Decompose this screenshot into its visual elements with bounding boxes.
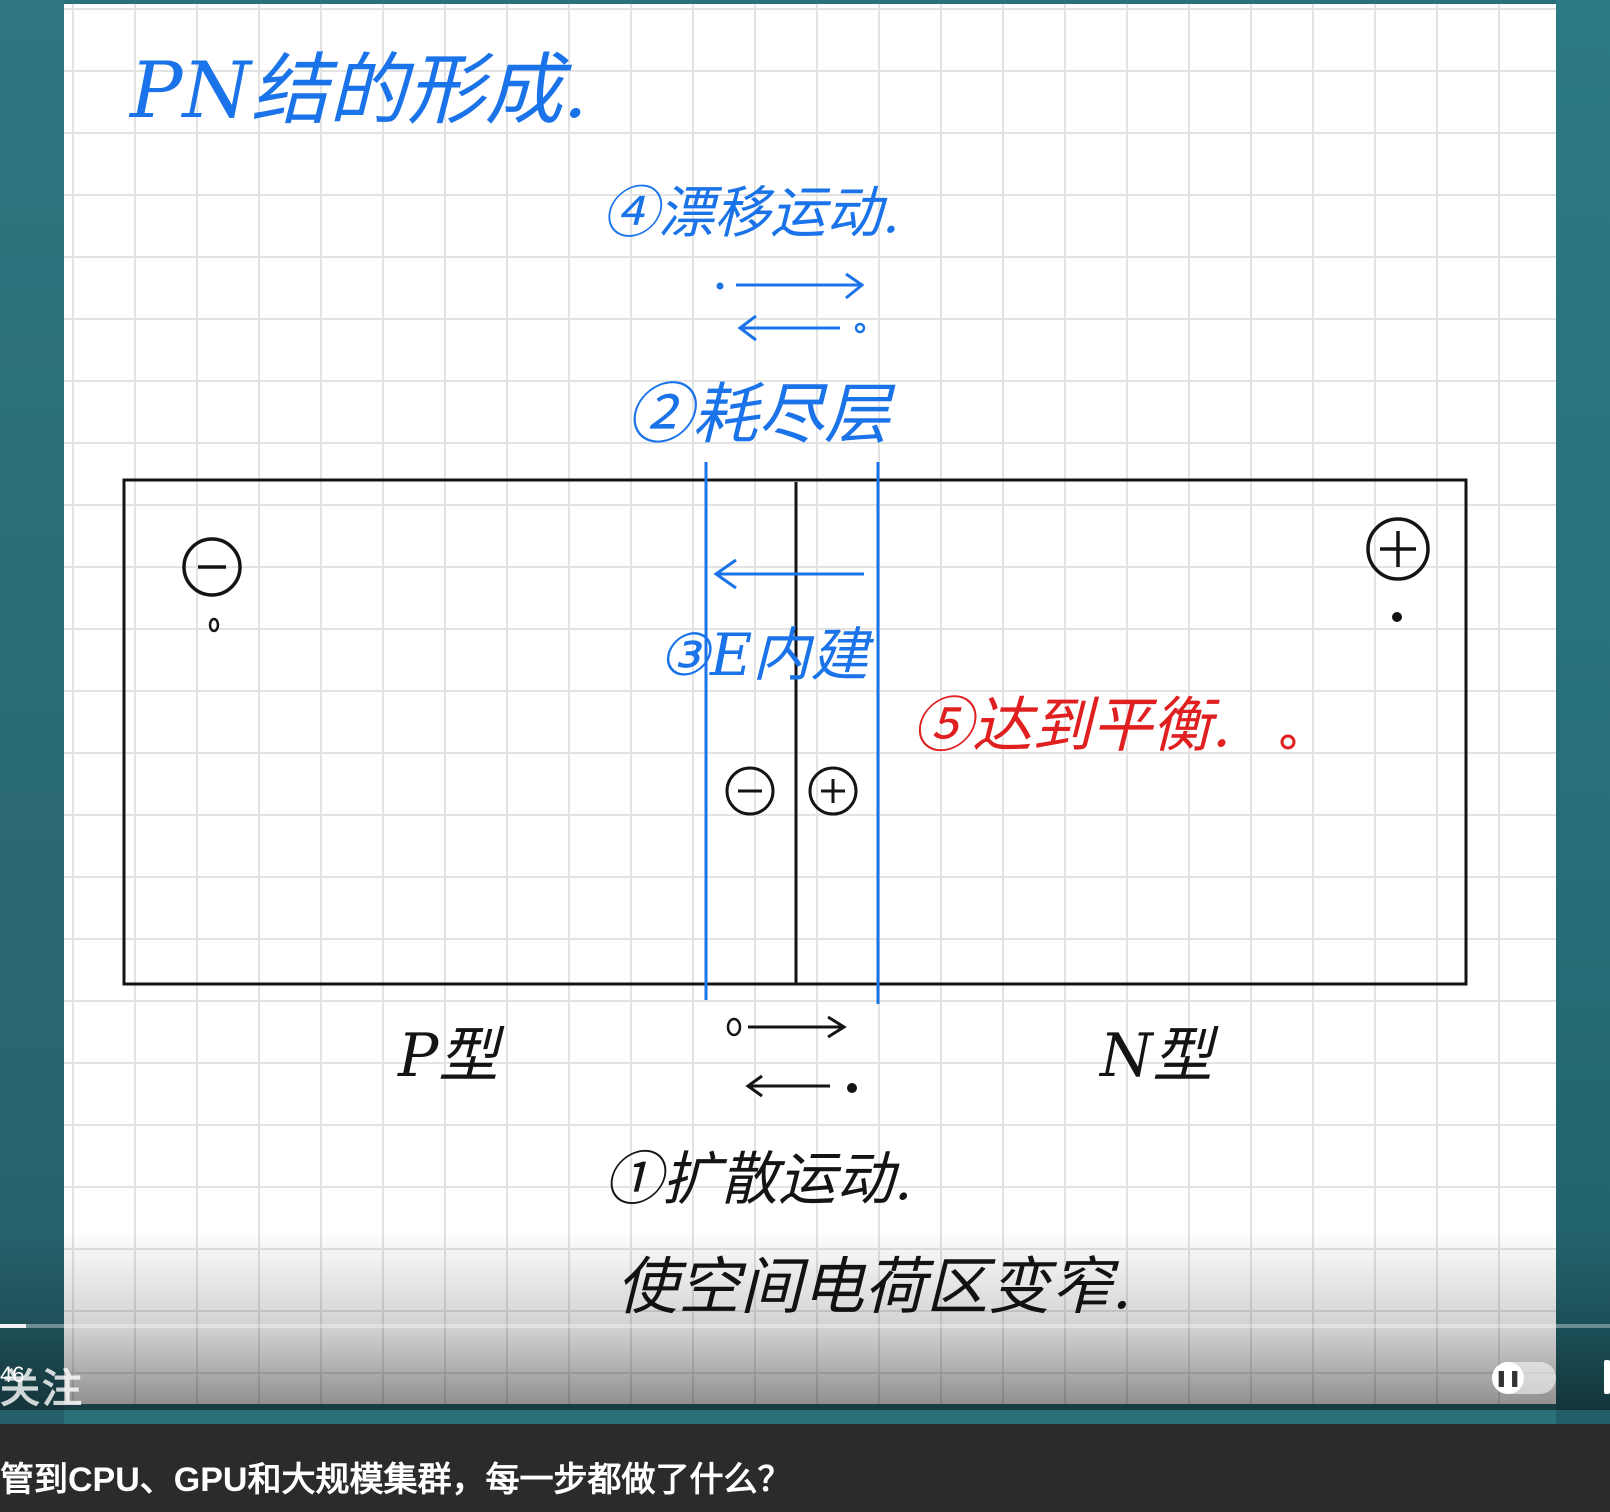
laser-pointer-dot	[1280, 734, 1296, 750]
p-hole	[208, 617, 220, 633]
current-time: 46	[0, 1362, 25, 1387]
narrowing-note: 使空间电荷区变窄.	[616, 1250, 1132, 1323]
follow-label[interactable]: 关注	[0, 1367, 84, 1411]
progress-played	[0, 1324, 26, 1328]
n-plus-circle	[1366, 517, 1430, 581]
drift-dot-filled	[716, 282, 724, 290]
pause-icon[interactable]: ❚❚	[1492, 1362, 1524, 1394]
whiteboard: PN结的形成. ④漂移运动. ②耗尽层 ③E内建 ⑤达到平衡. P型 N型 ①扩…	[64, 4, 1556, 1404]
p-minus-circle	[182, 537, 242, 597]
diffusion-dot-hollow	[726, 1017, 742, 1037]
background-left	[0, 0, 64, 1512]
control-edge[interactable]	[1604, 1360, 1610, 1394]
title-bar	[0, 1424, 1610, 1512]
pause-toggle[interactable]: ❚❚	[1492, 1362, 1556, 1394]
diffusion-dot-filled	[847, 1083, 857, 1093]
p-type-label: P型	[398, 1021, 499, 1091]
ion-plus	[808, 766, 858, 816]
progress-bar[interactable]	[0, 1324, 1610, 1328]
step-depletion-label: ②耗尽层	[626, 376, 890, 453]
n-electron	[1392, 612, 1402, 622]
step-drift-label: ④漂移运动.	[602, 181, 900, 246]
video-title: 管到CPU、GPU和大规模集群，每一步都做了什么？	[0, 1461, 792, 1499]
board-title: PN结的形成.	[130, 46, 588, 136]
background-right	[1556, 0, 1610, 1512]
step-diffusion-label: ①扩散运动.	[604, 1145, 913, 1213]
drift-dot-hollow	[854, 322, 866, 334]
ion-minus	[725, 766, 775, 816]
step-balance-label: ⑤达到平衡.	[912, 691, 1232, 761]
step-field-label: ③E内建	[658, 621, 869, 689]
diagram-drawing	[122, 272, 1468, 1098]
n-type-label: N型	[1100, 1021, 1213, 1091]
